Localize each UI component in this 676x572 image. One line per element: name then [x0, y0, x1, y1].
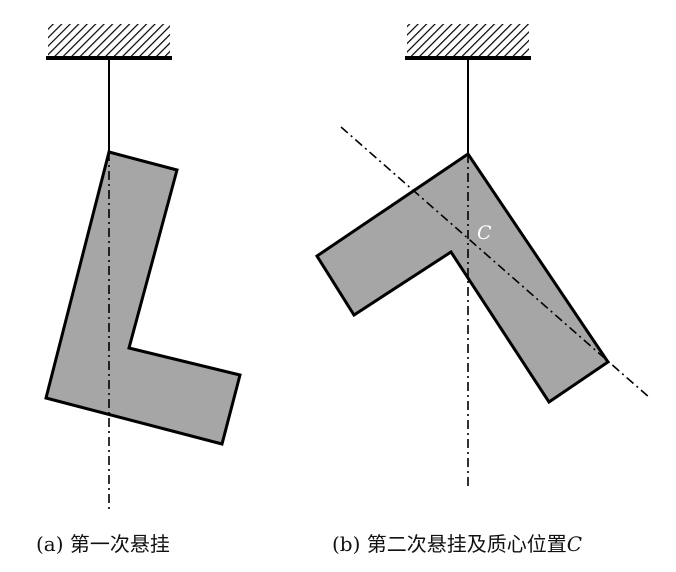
- ceiling-support-b: [407, 24, 529, 57]
- caption-b-text: (b) 第二次悬挂及质心位置: [332, 532, 567, 556]
- caption-b-symbol: C: [566, 532, 583, 556]
- first-plumb-line-b: [340, 126, 651, 399]
- panel-b: C: [314, 24, 651, 490]
- l-shape-b: [314, 151, 611, 405]
- ceiling-support-a: [48, 24, 170, 57]
- panel-a: [44, 24, 242, 510]
- caption-a: (a) 第一次悬挂: [36, 532, 170, 556]
- caption-b: (b) 第二次悬挂及质心位置C: [332, 528, 582, 557]
- l-shape-a: [44, 150, 242, 446]
- centroid-label: C: [477, 222, 492, 244]
